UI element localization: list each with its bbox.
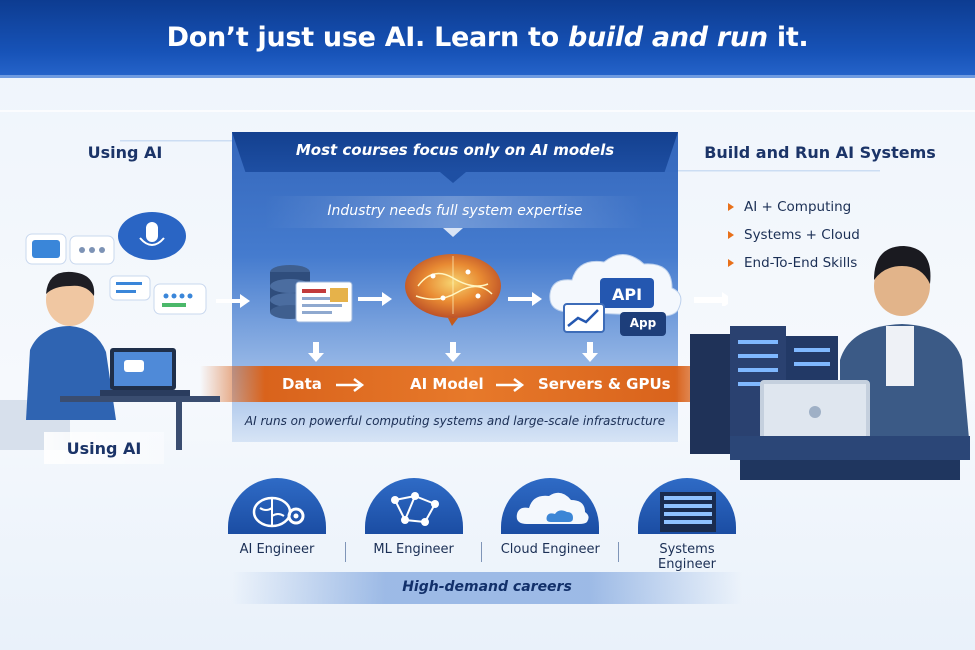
flow-arrow-icon — [496, 378, 525, 392]
sub-banner-text: Industry needs full system expertise — [327, 203, 583, 219]
database-icon — [270, 265, 353, 323]
top-banner — [232, 132, 678, 172]
bullet-item: AI + Computing — [728, 199, 860, 215]
bullet-icon — [728, 231, 734, 239]
career-cloud-engineer: Cloud Engineer — [495, 478, 605, 557]
career-divider — [618, 542, 620, 562]
left-caption: Using AI — [66, 439, 142, 458]
brain-gear-icon — [228, 478, 326, 534]
network-nodes-icon — [364, 478, 463, 534]
arrow-down-icon — [308, 342, 324, 362]
cloud-api-icon — [549, 254, 682, 336]
page-title: Don’t just use AI. Learn to build and ru… — [166, 22, 809, 53]
person-using-ai-illustration — [0, 271, 220, 450]
flow-step-model: AI Model — [410, 375, 484, 393]
career-label: ML Engineer — [373, 542, 454, 557]
flow-caption: AI runs on powerful computing systems an… — [244, 414, 666, 428]
career-divider — [344, 542, 346, 562]
flow-strip — [200, 366, 740, 402]
arrow-right-icon — [508, 292, 542, 306]
career-ml-engineer: ML Engineer — [359, 478, 469, 557]
career-label: Cloud Engineer — [500, 542, 600, 557]
engineer-with-servers-illustration — [690, 246, 970, 480]
career-label: AI Engineer — [239, 542, 315, 557]
arrow-down-icon — [445, 342, 461, 362]
bullet-item: Systems + Cloud — [728, 227, 860, 243]
subbanner-pointer — [443, 228, 463, 237]
flow-arrow-icon — [336, 378, 365, 392]
header-bar — [0, 0, 975, 78]
left-caption-bar — [44, 432, 164, 464]
api-label: API — [611, 285, 643, 304]
top-banner-text: Most courses focus only on AI models — [295, 141, 615, 159]
right-bullet-list: AI + Computing Systems + Cloud End-To-En… — [728, 199, 860, 271]
cloud-icon — [501, 478, 600, 534]
arrow-right-icon — [694, 292, 728, 306]
left-heading: Using AI — [87, 143, 163, 162]
right-heading: Build and Run AI Systems — [704, 143, 936, 162]
flow-step-servers: Servers & GPUs — [538, 375, 671, 393]
server-rack-icon — [637, 478, 736, 534]
arrow-down-icon — [582, 342, 598, 362]
brain-icon — [405, 254, 501, 326]
arrow-right-icon — [216, 294, 250, 308]
arrow-right-icon — [358, 292, 392, 306]
banner-pointer — [440, 172, 466, 183]
bullet-icon — [728, 203, 734, 211]
career-systems-engineer: Systems Engineer — [632, 478, 742, 572]
chat-bubbles-icon — [25, 212, 207, 315]
careers-banner-text: High-demand careers — [402, 579, 572, 595]
careers-banner — [232, 572, 742, 604]
sub-banner — [264, 196, 644, 228]
career-divider — [481, 542, 483, 562]
careers-row: AI Engineer ML Engineer — [222, 478, 742, 572]
career-ai-engineer: AI Engineer — [222, 478, 332, 557]
career-label: Systems Engineer — [658, 542, 716, 572]
bullet-item: End-To-End Skills — [728, 255, 860, 271]
bullet-icon — [728, 259, 734, 267]
flow-step-data: Data — [282, 375, 322, 393]
app-label: App — [629, 316, 657, 330]
